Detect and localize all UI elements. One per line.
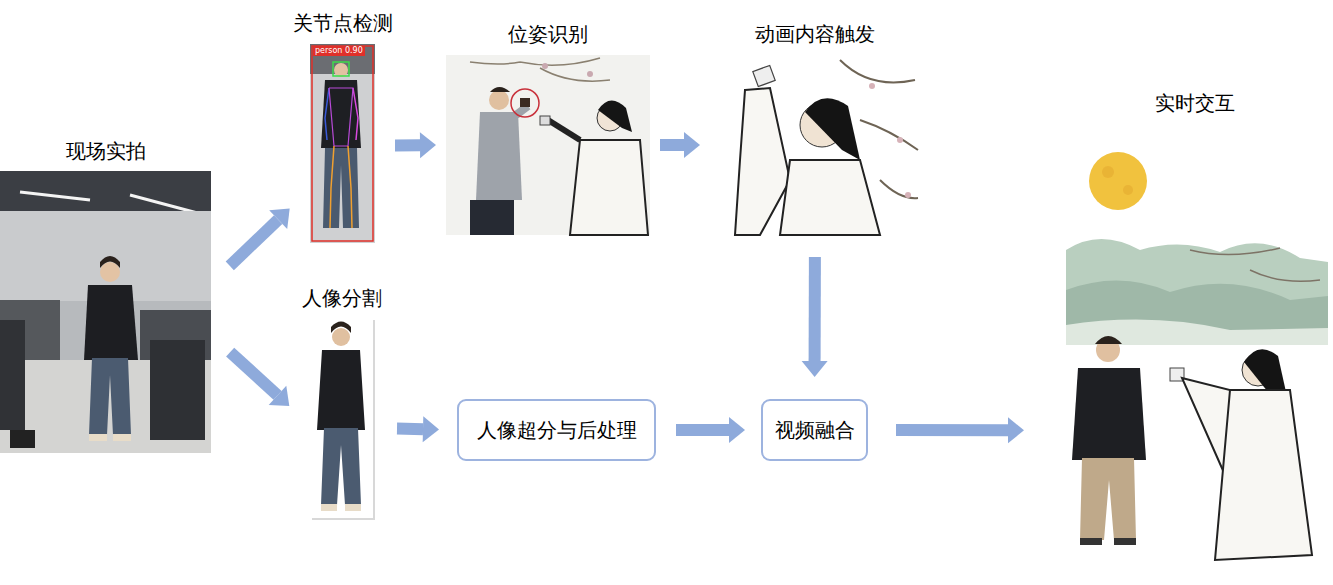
flow-arrow — [660, 132, 700, 158]
flow-arrow — [395, 132, 436, 158]
panel-heading: 人像分割 — [302, 285, 382, 312]
arrow-part — [676, 424, 729, 436]
photo-panel: 人像分割 — [310, 318, 373, 518]
flow-arrow — [676, 417, 745, 443]
arrow-part — [729, 417, 745, 443]
panel-heading: 现场实拍 — [66, 138, 146, 165]
flow-arrow — [397, 416, 439, 442]
fusion-scene — [1066, 152, 1328, 560]
arrow-part — [269, 386, 290, 406]
photo-panel: 现场实拍 — [0, 171, 211, 453]
photo-panel: 位姿识别 — [446, 55, 650, 235]
animation-image — [710, 55, 920, 235]
process-box: 人像超分与后处理 — [457, 399, 656, 461]
arrow-part — [809, 257, 821, 361]
arrow-part — [269, 209, 290, 230]
flow-arrow — [802, 257, 828, 377]
flow-arrow — [226, 209, 290, 271]
arrow-part — [226, 348, 282, 400]
panel-heading: 动画内容触发 — [755, 21, 875, 48]
flow-arrow — [226, 348, 289, 406]
process-box: 视频融合 — [761, 399, 868, 461]
box-label: 人像超分与后处理 — [477, 417, 637, 444]
arrow-part — [896, 424, 1008, 436]
arrow-part — [684, 132, 700, 158]
detection-tag: person 0.90 — [313, 46, 365, 56]
arrow-part — [1008, 417, 1024, 443]
photo-panel: 动画内容触发 — [710, 55, 920, 235]
arrow-part — [423, 416, 439, 442]
office-photo — [0, 171, 211, 453]
panel-heading: 实时交互 — [1155, 90, 1235, 117]
box-label: 视频融合 — [775, 417, 855, 444]
arrow-part — [226, 215, 283, 270]
arrow-part — [420, 132, 436, 158]
panel-heading: 位姿识别 — [508, 21, 588, 48]
arrow-part — [660, 139, 684, 151]
photo-panel: 实时交互 — [1062, 140, 1328, 580]
arrow-part — [395, 139, 420, 151]
keypoint-image — [310, 44, 375, 243]
arrow-part — [397, 423, 423, 436]
arrow-part — [802, 361, 828, 377]
panel-heading: 关节点检测 — [293, 10, 393, 37]
flow-arrow — [896, 417, 1024, 443]
segmented-person — [310, 318, 375, 520]
pose-image — [446, 55, 650, 235]
photo-panel: 关节点检测 — [310, 44, 375, 243]
